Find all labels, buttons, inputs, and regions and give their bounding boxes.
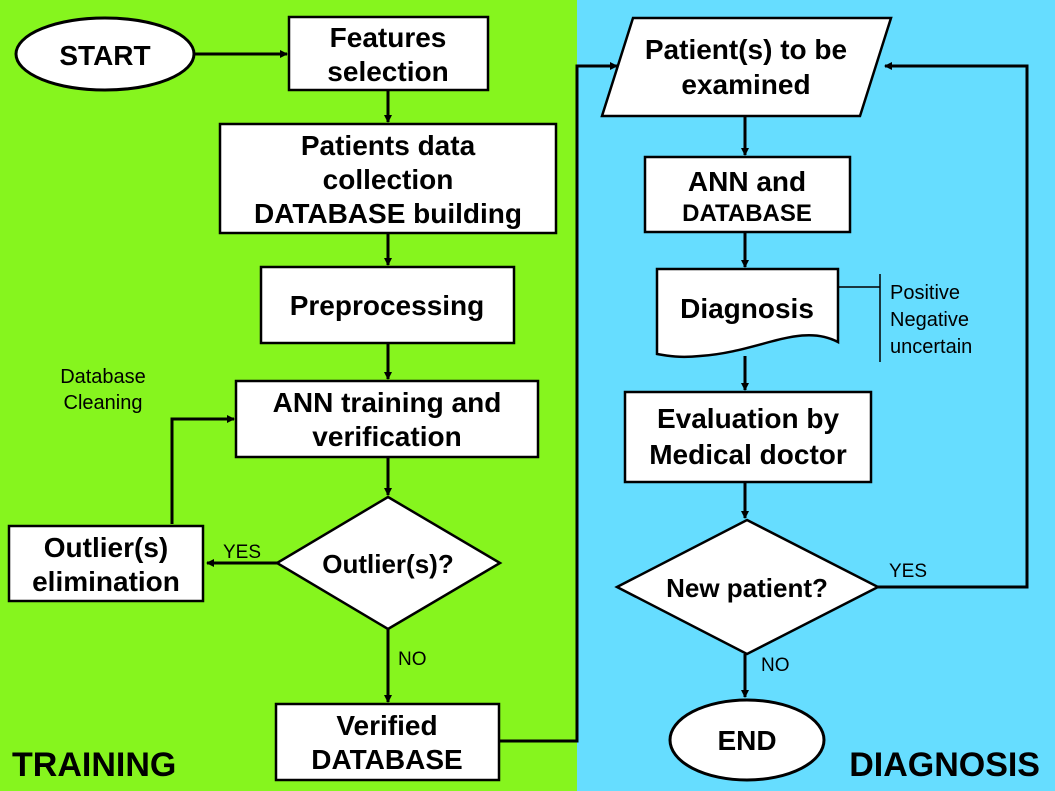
features-label-line2: selection [327,56,448,87]
new-patient-decision-node: New patient? [614,518,881,656]
database-cleaning-line2: Cleaning [64,392,143,414]
outlier-elimination-line2: elimination [32,566,180,597]
edge-verified-patients [499,62,618,743]
ann-db-line2: DATABASE [682,200,812,227]
training-title: TRAINING [12,746,176,784]
evaluation-line1: Evaluation by [657,403,839,434]
patients-examined-line2: examined [681,69,810,100]
patients-data-line3: DATABASE building [254,198,522,229]
verified-db-line2: DATABASE [311,744,462,775]
ann-training-node: ANN training and verification [234,379,540,459]
outcome-positive: Positive [890,282,960,304]
evaluation-line2: Medical doctor [649,439,847,470]
preprocessing-label: Preprocessing [290,290,485,321]
start-label: START [59,40,150,71]
verified-db-line1: Verified [336,710,437,741]
patients-examined-node: Patient(s) to be examined [600,16,893,118]
outcome-negative: Negative [890,309,969,331]
features-label-line1: Features [330,22,447,53]
outlier-elimination-node: Outlier(s) elimination [7,524,205,603]
connectors [170,50,1029,743]
patients-data-node: Patients data collection DATABASE buildi… [218,122,558,235]
diagnosis-title: DIAGNOSIS [849,746,1040,784]
diagnosis-node: Diagnosis [655,267,840,359]
outlier-elimination-line1: Outlier(s) [44,532,168,563]
edge-elimination-anntraining [170,415,235,524]
end-label: END [717,725,776,756]
ann-training-line1: ANN training and [273,387,502,418]
ann-db-line1: ANN and [688,166,806,197]
new-patient-label: New patient? [666,573,828,603]
patients-data-line1: Patients data [301,130,476,161]
diagnosis-label: Diagnosis [680,293,814,324]
start-node: START [14,16,196,92]
edge-newpatient-patients [878,62,1029,589]
preprocessing-node: Preprocessing [259,265,516,345]
newpatient-yes-label: YES [889,561,927,582]
end-node: END [668,698,826,782]
outlier-yes-label: YES [223,542,261,563]
outlier-decision-node: Outlier(s)? [274,495,503,631]
outlier-no-label: NO [398,649,427,670]
newpatient-no-label: NO [761,655,790,676]
patients-examined-line1: Patient(s) to be [645,34,847,65]
ann-training-line2: verification [312,421,461,452]
outcome-uncertain: uncertain [890,336,972,358]
database-cleaning-line1: Database [60,366,146,388]
verified-database-node: Verified DATABASE [274,702,501,782]
features-selection-node: Features selection [287,15,490,92]
ann-database-node: ANN and DATABASE [643,155,852,234]
patients-data-line2: collection [323,164,454,195]
outlier-decision-label: Outlier(s)? [322,549,453,579]
evaluation-node: Evaluation by Medical doctor [623,390,873,484]
